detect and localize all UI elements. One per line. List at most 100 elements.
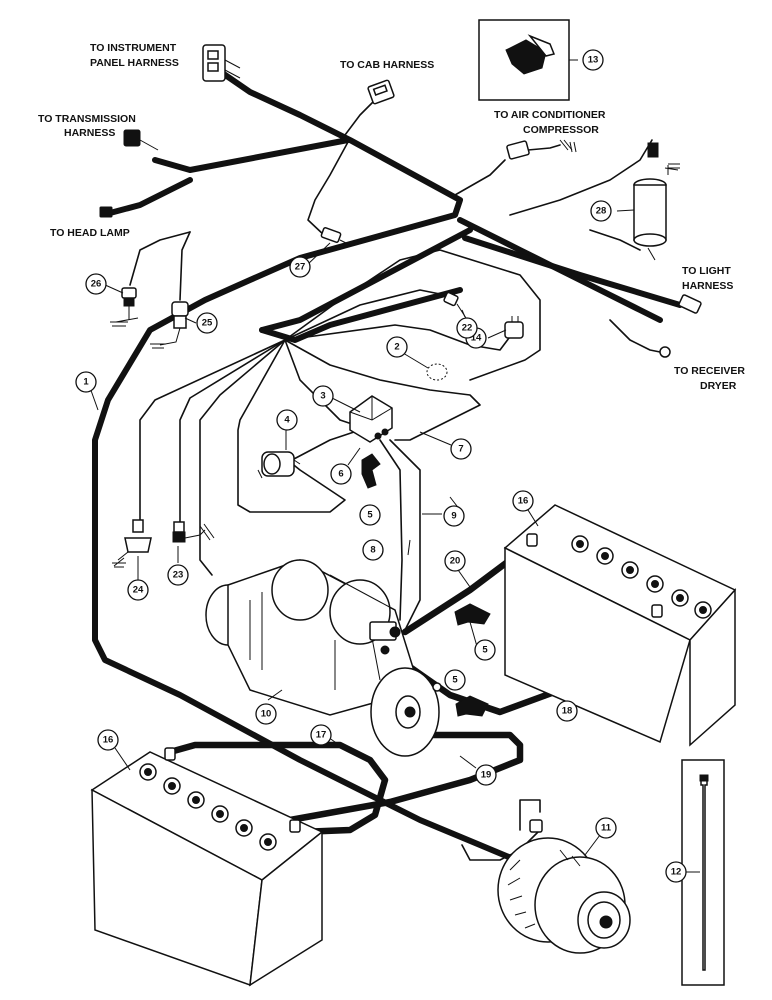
boot-5-lower [455, 695, 489, 717]
instrument-panel-connector [202, 44, 241, 82]
callout-6-text: 6 [338, 469, 343, 480]
cab-harness-connector [367, 79, 395, 105]
callout-23: 23 [167, 564, 189, 586]
label-light-harness-line1: TO LIGHT [682, 265, 731, 277]
sensor-27 [320, 227, 353, 247]
label-light-harness-line2: HARNESS [682, 280, 733, 292]
head-lamp-connector [99, 206, 113, 218]
battery-16-right [503, 504, 737, 747]
callout-1: 1 [75, 371, 97, 393]
light-harness-connector [678, 294, 702, 314]
callout-10-text: 10 [261, 709, 272, 720]
label-receiver-dryer-line2: DRYER [700, 380, 737, 392]
callout-16-left: 16 [97, 729, 119, 751]
label-air-conditioner-line1: TO AIR CONDITIONER [494, 109, 606, 121]
callout-22: 22 [456, 317, 478, 339]
main-harness [92, 67, 683, 873]
label-transmission-line2: HARNESS [64, 127, 115, 139]
callout-9: 9 [443, 505, 465, 527]
callout-18: 18 [556, 700, 578, 722]
callout-28: 28 [590, 200, 612, 222]
label-air-conditioner-line2: COMPRESSOR [523, 124, 599, 136]
callout-24: 24 [127, 579, 149, 601]
callout-4: 4 [276, 409, 298, 431]
callout-17-text: 17 [316, 730, 327, 741]
label-transmission-line1: TO TRANSMISSION [38, 113, 136, 125]
starter-motor-10 [205, 559, 442, 757]
callout-5-lower: 5 [444, 669, 466, 691]
callout-6: 6 [330, 463, 352, 485]
sensor-2 [426, 363, 448, 381]
ground-symbols [110, 141, 680, 568]
battery-16-left-caps [139, 763, 277, 851]
callout-25-text: 25 [202, 318, 213, 329]
callout-20-text: 20 [450, 556, 461, 567]
callout-16-left-text: 16 [103, 735, 114, 746]
sensor-25 [159, 301, 189, 346]
callout-5-lower-text: 5 [452, 675, 458, 686]
callout-25: 25 [196, 312, 218, 334]
receiver-dryer-terminal [659, 346, 671, 358]
callout-14-text: 14 [471, 333, 482, 344]
callout-16-right: 16 [512, 490, 534, 512]
ac-connector-inset-13 [478, 19, 570, 101]
callout-5-upper: 5 [359, 504, 381, 526]
boot-5-middle [454, 603, 491, 626]
transmission-connector [123, 129, 159, 151]
callout-5-upper-text: 5 [367, 510, 373, 521]
callout-10: 10 [255, 703, 277, 725]
callout-4-text: 4 [284, 415, 290, 426]
sender-22 [443, 291, 467, 319]
callout-26-text: 26 [91, 279, 102, 290]
label-instrument-panel-line1: TO INSTRUMENT [90, 42, 177, 54]
callout-13-text: 13 [588, 55, 599, 66]
sensor-26 [115, 287, 139, 323]
callout-1-text: 1 [83, 377, 89, 388]
callout-7-text: 7 [458, 444, 463, 455]
callout-12: 12 [665, 861, 687, 883]
label-head-lamp: TO HEAD LAMP [50, 227, 130, 239]
callout-8-text: 8 [370, 545, 375, 556]
callout-19-text: 19 [481, 770, 492, 781]
part-28 [633, 142, 679, 261]
callout-11: 11 [595, 817, 617, 839]
label-cab-harness: TO CAB HARNESS [340, 59, 434, 71]
sender-23 [172, 521, 206, 543]
label-instrument-panel-line2: PANEL HARNESS [90, 57, 179, 69]
relay-4 [257, 451, 301, 479]
callout-5-middle: 5 [474, 639, 496, 661]
callout-16-right-text: 16 [518, 496, 529, 507]
sender-24 [113, 519, 152, 567]
solenoid-3 [349, 395, 393, 443]
label-receiver-dryer-line1: TO RECEIVER [674, 365, 745, 377]
callout-22-text: 22 [462, 323, 473, 334]
callout-9-text: 9 [451, 511, 456, 522]
callout-18-text: 18 [562, 706, 573, 717]
callout-2: 2 [386, 336, 408, 358]
battery-cables [166, 541, 659, 836]
callout-3-text: 3 [320, 391, 325, 402]
battery-16-right-caps [571, 535, 712, 619]
callout-12-text: 12 [671, 867, 682, 878]
battery-16-left [90, 747, 324, 987]
callout-5-middle-text: 5 [482, 645, 488, 656]
callout-26: 26 [85, 273, 107, 295]
callout-28-text: 28 [596, 206, 607, 217]
callout-27-text: 27 [295, 262, 306, 273]
callout-8: 8 [362, 539, 384, 561]
alternator-11 [497, 819, 631, 954]
air-conditioner-connector [506, 139, 573, 160]
callout-7: 7 [450, 438, 472, 460]
switch-14 [504, 316, 524, 339]
callout-23-text: 23 [173, 570, 184, 581]
callout-27: 27 [289, 256, 311, 278]
callout-24-text: 24 [133, 585, 144, 596]
callout-13: 13 [582, 49, 604, 71]
callout-19: 19 [475, 764, 497, 786]
callout-17: 17 [310, 724, 332, 746]
callout-20: 20 [444, 550, 466, 572]
callout-2-text: 2 [394, 342, 399, 353]
callout-11-text: 11 [601, 823, 612, 834]
callout-3: 3 [312, 385, 334, 407]
